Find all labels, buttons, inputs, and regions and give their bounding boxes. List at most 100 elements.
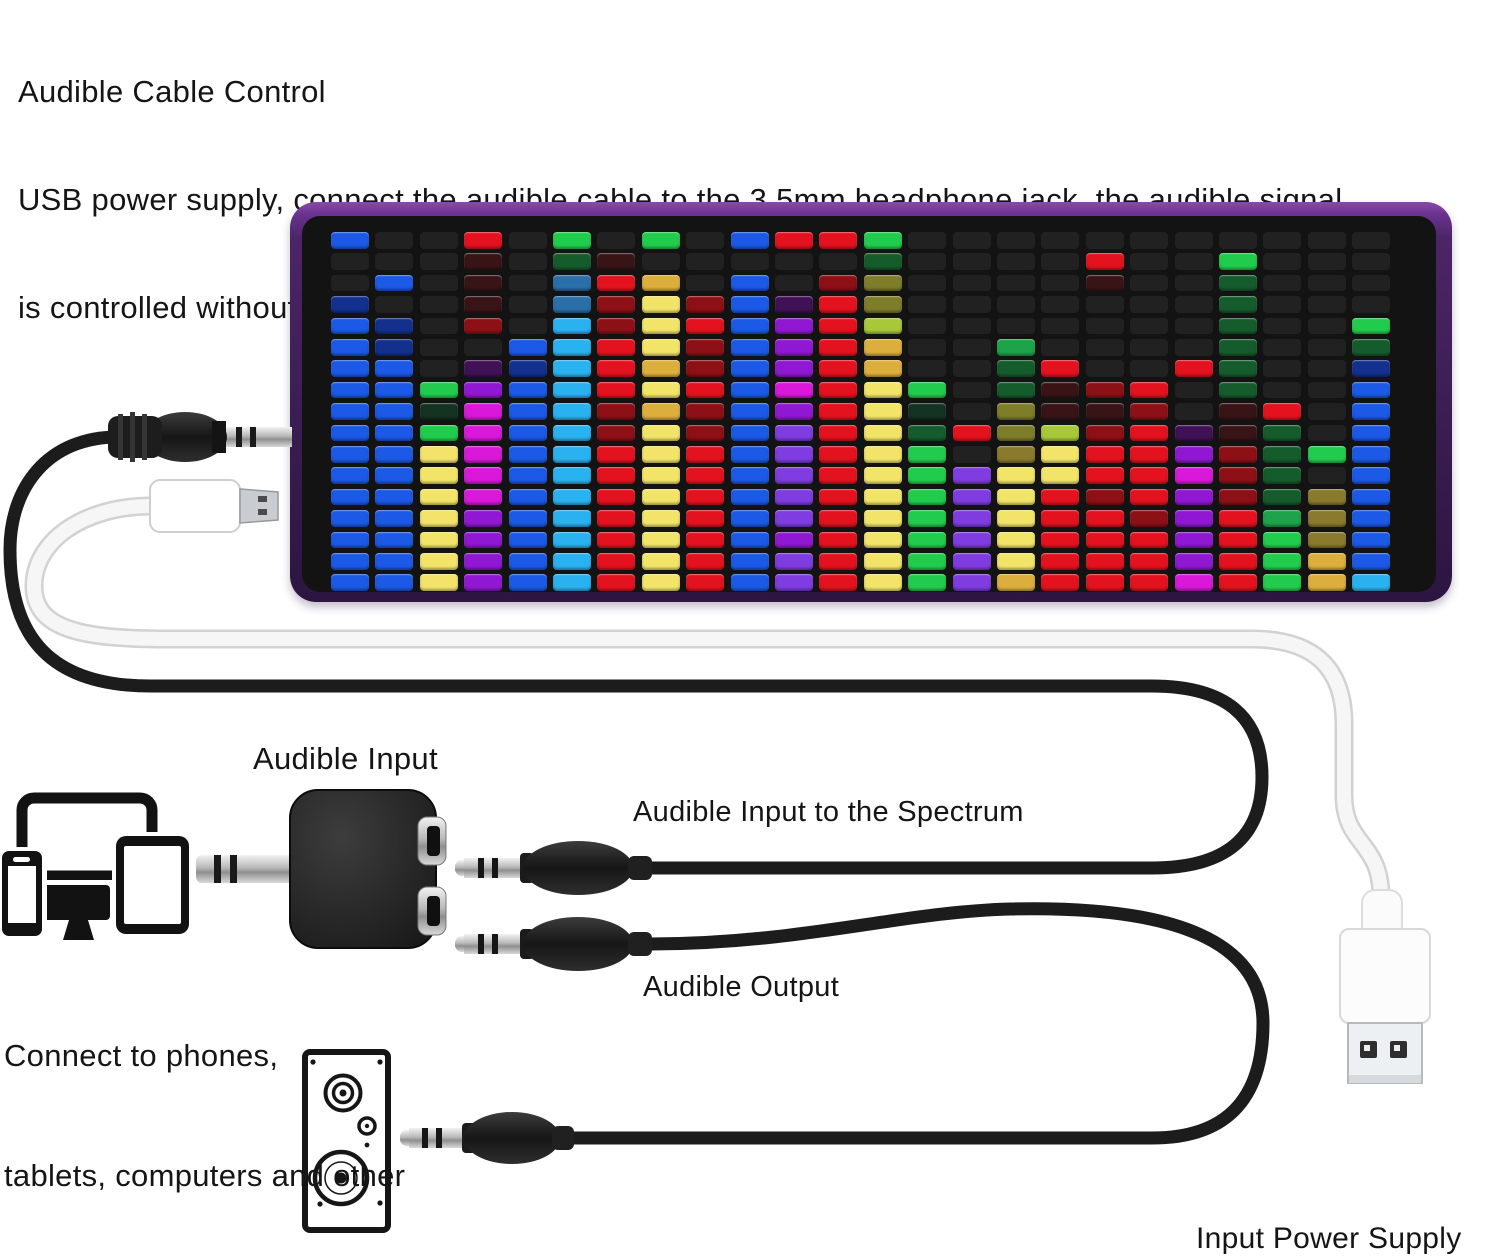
led-cell (686, 467, 725, 484)
led-cell (641, 510, 680, 527)
led-cell (1307, 467, 1346, 484)
power-supply-label: Input Power Supply DC5V (1196, 1139, 1462, 1256)
led-cell (908, 553, 947, 570)
led-cell (997, 317, 1035, 335)
led-cell (730, 531, 769, 549)
led-cell (553, 424, 591, 442)
led-cell (553, 253, 591, 270)
led-cell (1219, 253, 1257, 270)
led-cell (1130, 467, 1169, 484)
led-cell (375, 360, 414, 377)
led-cell (508, 446, 547, 463)
led-cell (1352, 317, 1391, 335)
led-cell (553, 467, 591, 484)
led-cell (1307, 381, 1346, 399)
led-cell (775, 232, 813, 249)
led-cell (597, 424, 636, 442)
led-cell (464, 488, 503, 506)
led-cell (419, 531, 458, 549)
led-cell (908, 510, 947, 527)
led-cell (1263, 296, 1302, 313)
led-cell (331, 403, 369, 420)
led-cell (1130, 424, 1169, 442)
usb-cable-outline (24, 496, 1391, 907)
led-cell (1041, 296, 1080, 313)
led-cell (331, 317, 369, 335)
led-cell (508, 253, 547, 270)
led-cell (730, 467, 769, 484)
led-cell (464, 403, 503, 420)
led-cell (997, 360, 1035, 377)
led-cell (464, 253, 503, 270)
led-cell (1263, 510, 1302, 527)
led-cell (553, 574, 591, 591)
led-cell (775, 339, 813, 356)
led-cell (997, 574, 1035, 591)
led-cell (1130, 403, 1169, 420)
led-cell (375, 403, 414, 420)
led-cell (1307, 488, 1346, 506)
led-cell (419, 467, 458, 484)
led-cell (508, 274, 547, 292)
led-cell (819, 317, 858, 335)
led-cell (686, 510, 725, 527)
black-audio-cable (3, 430, 1270, 1145)
led-cell (1085, 553, 1124, 570)
led-cell (464, 360, 503, 377)
led-cell (1085, 232, 1124, 249)
led-cell (464, 553, 503, 570)
led-cell (1352, 446, 1391, 463)
aux-plug-input-icon (455, 841, 652, 895)
led-cell (1174, 381, 1213, 399)
led-cell (331, 467, 369, 484)
led-cell (1085, 424, 1124, 442)
led-cell (1174, 296, 1213, 313)
led-cell (553, 360, 591, 377)
led-cell (775, 424, 813, 442)
connect-phones-line1: Connect to phones, (4, 1038, 279, 1073)
led-cell (775, 574, 813, 591)
led-cell (375, 446, 414, 463)
speaker-icon (302, 1049, 391, 1233)
led-cell (464, 317, 503, 335)
led-cell (863, 553, 902, 570)
led-cell (1307, 253, 1346, 270)
led-cell (819, 296, 858, 313)
led-cell (908, 531, 947, 549)
led-cell (952, 467, 991, 484)
led-cell (997, 488, 1035, 506)
led-cell (597, 253, 636, 270)
led-cell (375, 424, 414, 442)
led-cell (952, 253, 991, 270)
led-cell (775, 467, 813, 484)
led-cell (1352, 403, 1391, 420)
led-cell (775, 510, 813, 527)
led-cell (1352, 574, 1391, 591)
connect-speakers-line1: Connect speakers, earphones and (412, 1250, 880, 1256)
led-cell (419, 510, 458, 527)
led-cell (1085, 467, 1124, 484)
led-screen (302, 216, 1436, 592)
led-cell (464, 574, 503, 591)
audible-output-label: Audible Output (643, 971, 840, 1003)
led-cell (331, 488, 369, 506)
led-cell (508, 317, 547, 335)
led-cell (952, 553, 991, 570)
led-cell (1219, 467, 1257, 484)
led-cell (952, 381, 991, 399)
led-cell (553, 274, 591, 292)
led-cell (1085, 531, 1124, 549)
led-cell (375, 553, 414, 570)
led-cell (553, 553, 591, 570)
led-cell (1307, 510, 1346, 527)
led-cell (553, 403, 591, 420)
led-cell (997, 446, 1035, 463)
led-cell (1130, 253, 1169, 270)
led-cell (1352, 232, 1391, 249)
power-supply-line1: Input Power Supply (1196, 1222, 1462, 1255)
led-cell (1130, 574, 1169, 591)
led-cell (419, 381, 458, 399)
led-cell (1130, 488, 1169, 506)
led-cell (641, 317, 680, 335)
led-cell (597, 274, 636, 292)
